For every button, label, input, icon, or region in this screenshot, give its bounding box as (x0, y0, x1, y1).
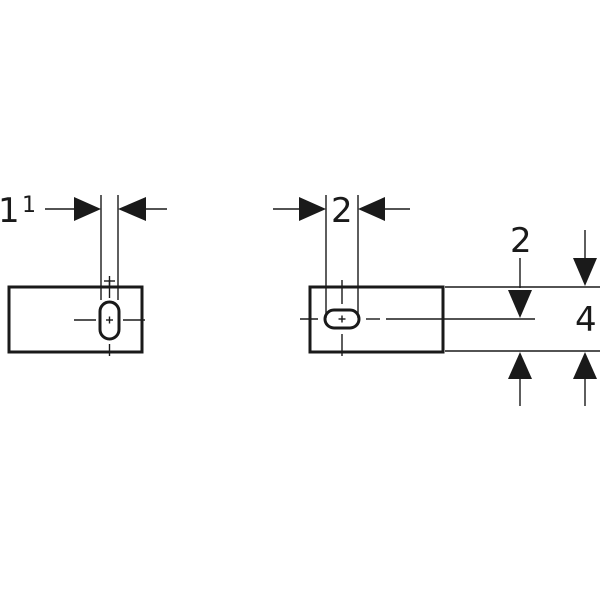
right-upper-dim-arrowhead-down (508, 290, 532, 318)
left-arrowhead-right (74, 197, 101, 221)
right-slot-outline (323, 308, 361, 330)
left-view: 1 1 (0, 191, 167, 356)
right-upper-height-label: 2 (510, 221, 532, 261)
right-lower-arrowhead-up-1 (508, 352, 532, 379)
right-total-dim-arrowhead-up (573, 352, 597, 379)
right-total-dim-arrowhead-down (573, 258, 597, 286)
right-arrowhead-left (358, 197, 385, 221)
right-view: 2 2 4 (273, 191, 600, 406)
right-width-label: 2 (331, 191, 353, 231)
left-slot-outline (98, 300, 121, 341)
left-arrowhead-left (118, 197, 146, 221)
left-dimension-label: 1 (0, 191, 20, 231)
right-total-height-label: 4 (575, 300, 597, 340)
left-dimension-superscript: 1 (22, 193, 36, 218)
right-arrowhead-right (299, 197, 326, 221)
